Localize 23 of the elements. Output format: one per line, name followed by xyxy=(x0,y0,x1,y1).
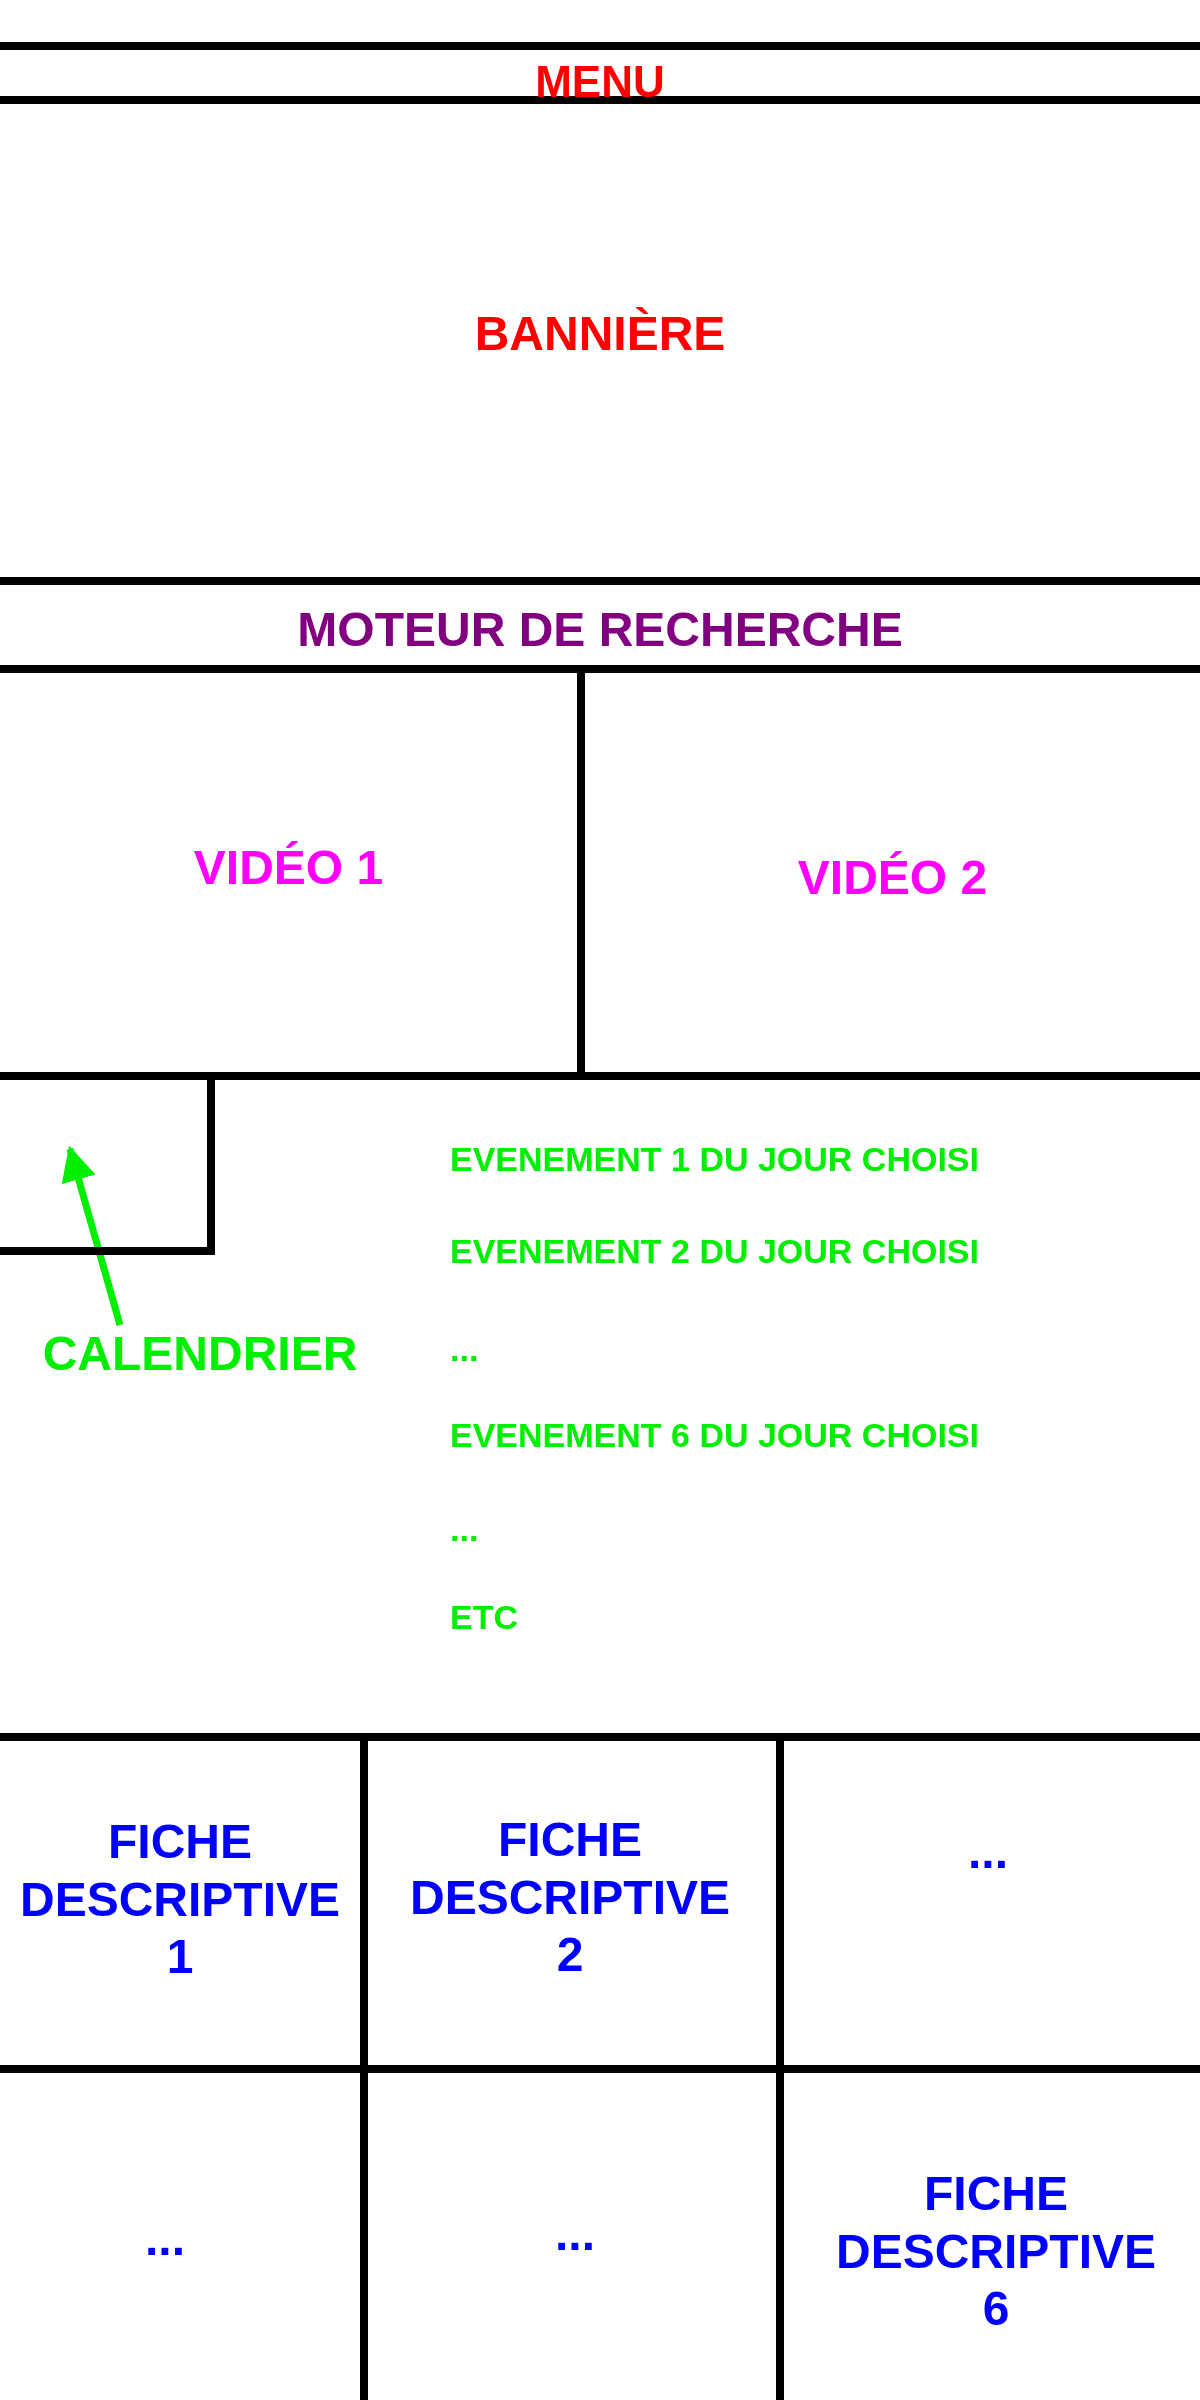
section-title: ... xyxy=(144,2211,186,2267)
event-item: ... xyxy=(450,1330,479,1369)
search-bar xyxy=(0,577,1200,673)
calendar-box xyxy=(0,1080,215,1255)
section-title: FICHE DESCRIPTIVE 1 xyxy=(18,1814,342,1986)
menu-bar xyxy=(0,42,1200,104)
section-title: VIDÉO 1 xyxy=(192,840,385,896)
event-item: EVENEMENT 1 DU JOUR CHOISI xyxy=(450,1140,979,1179)
section-title: MENU xyxy=(534,56,666,108)
section-title: ... xyxy=(554,2206,596,2262)
arrow xyxy=(61,1145,124,1326)
event-item: ... xyxy=(450,1510,479,1549)
events-panel xyxy=(0,1072,1200,1741)
event-item: ETC xyxy=(450,1598,518,1637)
event-item: EVENEMENT 2 DU JOUR CHOISI xyxy=(450,1232,979,1271)
section-title: BANNIÈRE xyxy=(473,306,727,362)
callout-text: CALENDRIER xyxy=(41,1326,359,1382)
section-title: FICHE DESCRIPTIVE 2 xyxy=(408,1812,732,1984)
section-title: ... xyxy=(967,1824,1009,1880)
section-title: VIDÉO 2 xyxy=(796,850,989,906)
section-title: FICHE DESCRIPTIVE 6 xyxy=(834,2166,1158,2338)
event-item: EVENEMENT 6 DU JOUR CHOISI xyxy=(450,1416,979,1455)
section-title: MOTEUR DE RECHERCHE xyxy=(296,602,904,658)
